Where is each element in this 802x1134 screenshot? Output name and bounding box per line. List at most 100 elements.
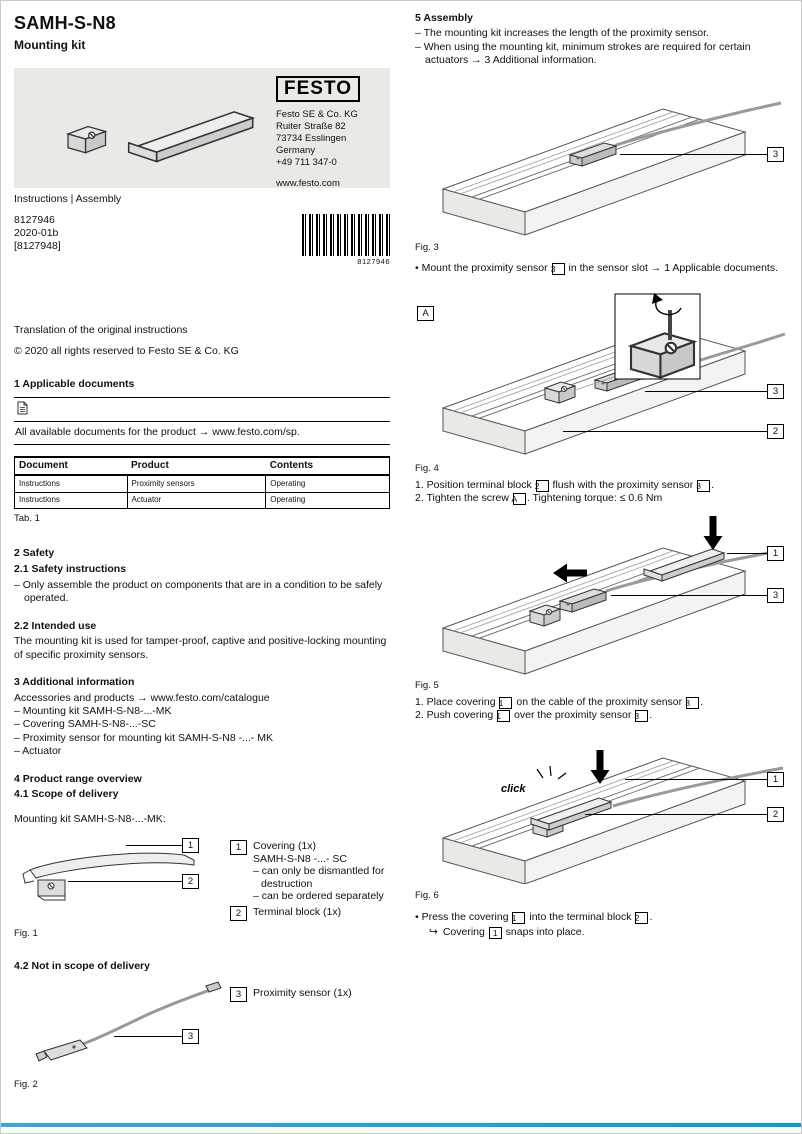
leader-line <box>625 779 767 781</box>
barcode-number: 8127946 <box>357 256 390 266</box>
callout-box-terminal-block: 2 <box>767 424 784 440</box>
click-label: click <box>501 783 526 795</box>
figure-2-legend: 3 Proximity sensor (1x) <box>230 979 390 1075</box>
callout-ref: 2 <box>635 911 649 924</box>
document-type: Instructions | Assembly <box>14 193 122 206</box>
figure-6: click 1 2 <box>415 734 789 885</box>
table-row: Instructions Actuator Operating <box>14 492 390 509</box>
table-cell: Instructions <box>14 492 128 509</box>
heading-product-range: 4 Product range overview <box>14 772 142 785</box>
figure-5-caption: Fig. 5 <box>415 680 439 692</box>
callout-ref: A <box>512 492 526 505</box>
info-item: Accessories and products → www.festo.com… <box>14 691 270 704</box>
callout-box-covering: 1 <box>767 772 784 788</box>
figure-1-caption: Fig. 1 <box>14 927 38 939</box>
leader-line <box>620 153 767 155</box>
figure-5: 1 3 <box>415 516 789 676</box>
table-header-row: Document Product Contents <box>14 456 390 477</box>
website-url: www.festo.com <box>276 178 340 190</box>
product-title: SAMH-S-N8 <box>14 13 116 33</box>
version-code: 2020-01b <box>14 226 59 239</box>
callout-box-covering: 1 <box>767 546 784 562</box>
table-cell: Actuator <box>127 492 267 509</box>
product-subtitle: Mounting kit <box>14 38 86 53</box>
heading-scope-of-delivery: 4.1 Scope of delivery <box>14 788 119 801</box>
column-header: Product <box>127 456 266 477</box>
table-row: Instructions Proximity sensors Operating <box>14 475 390 493</box>
assembly-step: 2. Tighten the screw A. Tightening torqu… <box>415 491 663 505</box>
legend-item: 1 Covering (1x) SAMH-S-N8 -...- SC – can… <box>230 840 390 903</box>
secondary-number: [8127948] <box>14 239 61 252</box>
assembly-note: – When using the mounting kit, minimum s… <box>415 40 751 67</box>
table-cell: Proximity sensors <box>127 475 267 493</box>
product-header-box: FESTO Festo SE & Co. KG Ruiter Straße 82… <box>14 68 390 190</box>
legend-line: Covering (1x) <box>253 840 317 853</box>
address-line: Ruiter Straße 82 <box>276 121 346 133</box>
callout-box-proximity-sensor: 3 <box>767 146 784 162</box>
festo-logo: FESTO <box>276 76 360 103</box>
leader-line <box>585 814 767 816</box>
documents-table: Document Product Contents Instructions P… <box>14 455 390 509</box>
table-caption: Tab. 1 <box>14 512 40 524</box>
figure-4-caption: Fig. 4 <box>415 463 439 475</box>
legend-line: SAMH-S-N8 -...- SC <box>253 852 347 865</box>
assembly-step: 1. Position terminal block 2 flush with … <box>415 478 715 492</box>
heading-applicable-documents: 1 Applicable documents <box>14 378 135 391</box>
legend-line: Terminal block (1x) <box>253 905 342 918</box>
figure-6-drawing: click <box>442 750 784 885</box>
footer-accent-bar <box>0 1123 802 1127</box>
intended-use-text: The mounting kit is used for tamper-proo… <box>14 635 387 661</box>
address-line: 73734 Esslingen <box>276 133 347 145</box>
figure-3-drawing <box>442 101 782 236</box>
result-text: Covering 1 snaps into place. <box>442 926 585 939</box>
callout-ref: 1 <box>496 709 511 722</box>
info-item: – Actuator <box>14 745 62 758</box>
callout-box-proximity-sensor: 3 <box>182 1029 199 1045</box>
table-cell: Operating <box>265 475 390 493</box>
legend-line: – can only be dismantled for destruction <box>253 865 385 890</box>
heading-assembly: 5 Assembly <box>415 12 473 24</box>
legend-line: – can be ordered separately <box>253 890 384 903</box>
address-line: Festo SE & Co. KG <box>276 109 358 121</box>
translation-note: Translation of the original instructions <box>14 324 188 337</box>
legend-item: 2 Terminal block (1x) <box>230 905 390 921</box>
column-header: Contents <box>265 456 390 477</box>
figure-1-drawing <box>22 852 195 901</box>
heading-safety: 2 Safety <box>14 547 55 560</box>
callout-ref: 3 <box>696 479 711 492</box>
figure-5-drawing <box>442 516 784 675</box>
safety-item: – Only assemble the product on component… <box>14 578 383 605</box>
leader-line <box>611 595 767 597</box>
callout-ref: 1 <box>499 696 513 709</box>
barcode-stripes <box>302 213 390 256</box>
callout-box-proximity-sensor: 3 <box>767 588 784 604</box>
figure-3-caption: Fig. 3 <box>415 241 439 253</box>
callout-box-screw: A <box>417 306 434 322</box>
left-column: SAMH-S-N8 Mounting kit FESTO Festo SE & … <box>14 12 390 1091</box>
documents-note: All available documents for the product … <box>14 421 390 445</box>
figure-4-drawing <box>442 293 786 455</box>
result-arrow-icon: ↪ <box>429 926 438 938</box>
callout-ref: 3 <box>685 696 700 709</box>
figure-2-drawing-area: 3 <box>14 979 224 1075</box>
info-item: – Covering SAMH-S-N8-...-SC <box>14 718 156 731</box>
callout-box-terminal-block: 2 <box>767 807 784 823</box>
callout-ref: 1 <box>488 927 502 939</box>
barcode: 8127946 <box>302 213 390 267</box>
figure-2: 3 3 Proximity sensor (1x) <box>14 979 390 1075</box>
document-ids: 8127946 2020-01b [8127948] 8127946 <box>14 213 390 267</box>
column-header: Document <box>14 456 127 477</box>
figure-6-caption: Fig. 6 <box>415 890 439 902</box>
callout-ref: 1 <box>512 911 526 924</box>
leader-line <box>68 881 182 883</box>
assembly-step: • Mount the proximity sensor 3 in the se… <box>415 261 779 275</box>
leader-line <box>114 1036 182 1038</box>
callout-ref: 3 <box>551 262 565 275</box>
leader-line <box>126 845 182 847</box>
legend-key: 2 <box>230 905 247 921</box>
leader-line <box>645 391 767 393</box>
table-cell: Operating <box>265 492 390 509</box>
callout-box-covering: 1 <box>182 838 199 854</box>
leader-line <box>727 553 767 555</box>
callout-box-proximity-sensor: 3 <box>767 384 784 400</box>
